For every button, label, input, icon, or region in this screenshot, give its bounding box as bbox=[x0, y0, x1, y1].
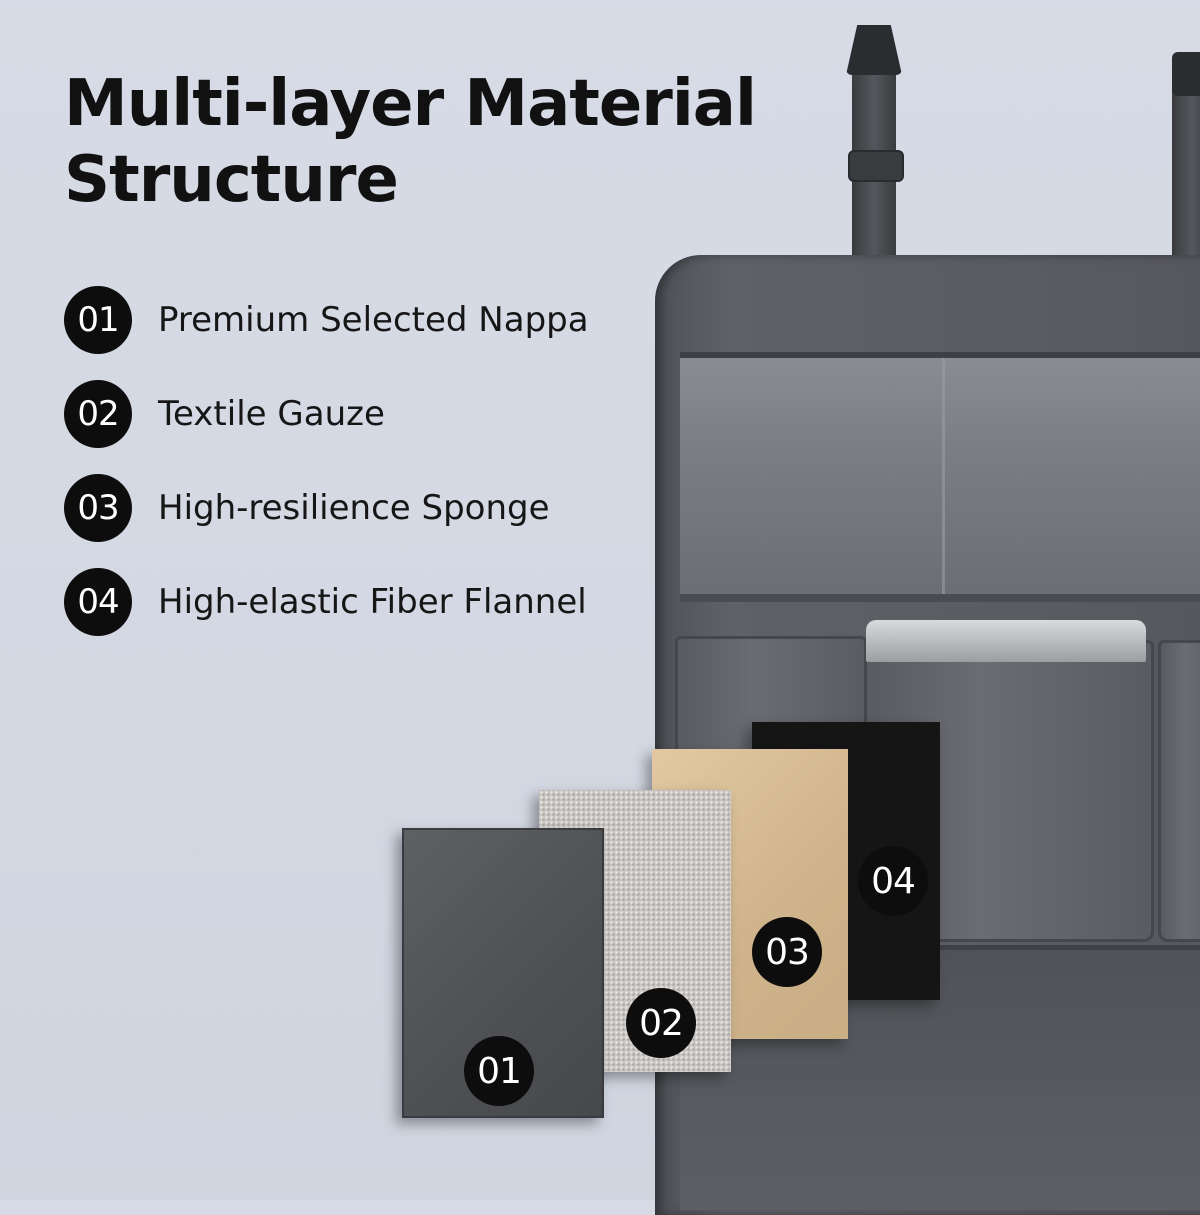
layer-label: High-resilience Sponge bbox=[158, 488, 550, 528]
swatch-badge: 03 bbox=[752, 917, 822, 987]
page-title: Multi-layer Material Structure bbox=[64, 66, 757, 218]
clear-pocket bbox=[680, 352, 1200, 602]
layer-label: Textile Gauze bbox=[158, 394, 385, 434]
number-badge: 02 bbox=[64, 380, 132, 448]
title-line-1: Multi-layer Material bbox=[64, 67, 757, 141]
list-item: 01 Premium Selected Nappa bbox=[64, 286, 589, 354]
swatch-badge: 02 bbox=[626, 988, 696, 1058]
pocket-divider bbox=[942, 358, 945, 594]
swatch-badge: 04 bbox=[858, 846, 928, 916]
swatch-badge: 01 bbox=[464, 1036, 534, 1106]
tissue-box-lid bbox=[866, 620, 1146, 662]
number-badge: 01 bbox=[64, 286, 132, 354]
number-badge: 04 bbox=[64, 568, 132, 636]
title-line-2: Structure bbox=[64, 143, 399, 217]
right-buckle bbox=[1172, 52, 1200, 96]
layer-label: Premium Selected Nappa bbox=[158, 300, 589, 340]
list-item: 02 Textile Gauze bbox=[64, 380, 589, 448]
strap-adjuster bbox=[848, 150, 904, 182]
layer-list: 01 Premium Selected Nappa 02 Textile Gau… bbox=[64, 286, 589, 662]
list-item: 04 High-elastic Fiber Flannel bbox=[64, 568, 589, 636]
number-badge: 03 bbox=[64, 474, 132, 542]
side-pocket-right bbox=[1158, 640, 1200, 942]
layer-label: High-elastic Fiber Flannel bbox=[158, 582, 587, 622]
list-item: 03 High-resilience Sponge bbox=[64, 474, 589, 542]
left-buckle bbox=[846, 25, 902, 75]
